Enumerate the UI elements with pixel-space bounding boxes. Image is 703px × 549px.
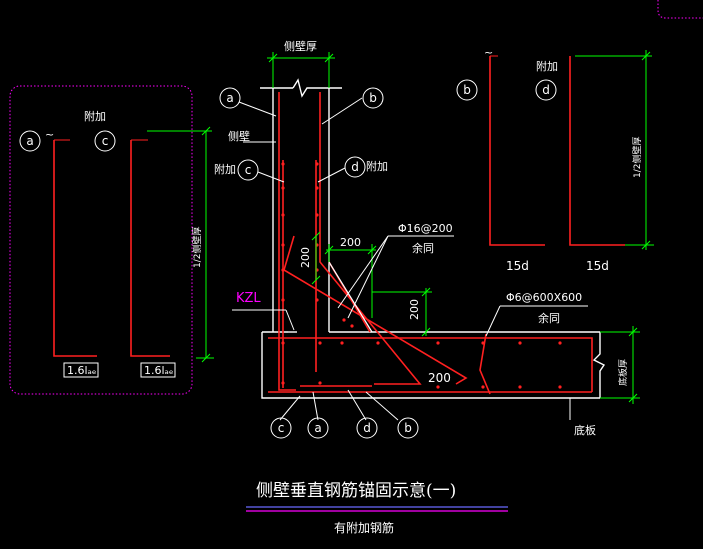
label-wall-thickness: 侧壁厚 (284, 39, 317, 53)
circle-a-left: a (26, 134, 33, 148)
circle-b-bottom: b (404, 421, 412, 435)
left-dimension (147, 126, 214, 363)
label-bottom-slab-thickness: 底板厚 (617, 359, 629, 386)
label-200-bottom: 200 (428, 371, 451, 385)
circle-d-right: d (542, 83, 550, 97)
left-bars (53, 139, 170, 357)
circle-c-left: c (102, 134, 109, 148)
label-fujia-right: 附加 (536, 59, 558, 73)
label-16la-1: 1.6lₐₑ (67, 364, 96, 377)
label-200-horz: 200 (340, 236, 361, 249)
circle-c-wall: c (245, 163, 252, 177)
label-yutong-1: 余同 (412, 241, 434, 255)
circle-a-bottom: a (314, 421, 321, 435)
wall-thickness-dim (267, 52, 335, 88)
label-yutong-2: 余同 (538, 311, 560, 325)
label-fujia-d: 附加 (366, 159, 388, 173)
label-200-vert: 200 (299, 247, 312, 268)
label-half-wall-left: 1/2侧壁厚 (191, 227, 203, 269)
left-detail-frame (9, 85, 193, 395)
label-rebar-16: Φ16@200 (398, 222, 453, 235)
circle-d-wall: d (351, 160, 359, 174)
right-dimension (575, 50, 654, 250)
label-fujia-left: 附加 (84, 109, 106, 123)
rebar-dots (281, 162, 562, 389)
circle-a-top: a (226, 91, 233, 105)
right-bars (489, 55, 625, 246)
haunch-dims (311, 231, 432, 337)
len-box-1 (63, 362, 99, 378)
label-rebar-6: Φ6@600X600 (506, 291, 582, 304)
label-bottom-slab: 底板 (574, 423, 596, 437)
tilde-right: ~ (484, 46, 493, 59)
corner-frame-arc (657, 0, 703, 19)
tilde-left: ~ (45, 128, 54, 141)
len-box-2 (140, 362, 176, 378)
wall-rebars (268, 92, 593, 395)
callout-circles (19, 79, 557, 439)
circle-b-right: b (463, 83, 471, 97)
circle-c-bottom: c (278, 421, 285, 435)
circle-b-top: b (369, 91, 377, 105)
drawing-subtitle: 有附加钢筋 (334, 520, 394, 535)
label-200-right: 200 (408, 299, 421, 320)
haunch-line (328, 261, 373, 333)
label-fujia-c: 附加 (214, 162, 236, 176)
label-cebi: 侧壁 (228, 129, 250, 143)
slab-thickness-dim (600, 326, 640, 404)
label-half-wall-right: 1/2侧壁厚 (631, 137, 643, 179)
label-kzl: KZL (236, 291, 261, 306)
wall-outline (260, 78, 606, 399)
drawing-title: 侧壁垂直钢筋锚固示意(一) (256, 481, 456, 501)
label-15d-1: 15d (506, 259, 529, 273)
circle-d-bottom: d (363, 421, 371, 435)
label-16la-2: 1.6lₐₑ (144, 364, 173, 377)
leaders (232, 97, 588, 421)
label-15d-2: 15d (586, 259, 609, 273)
